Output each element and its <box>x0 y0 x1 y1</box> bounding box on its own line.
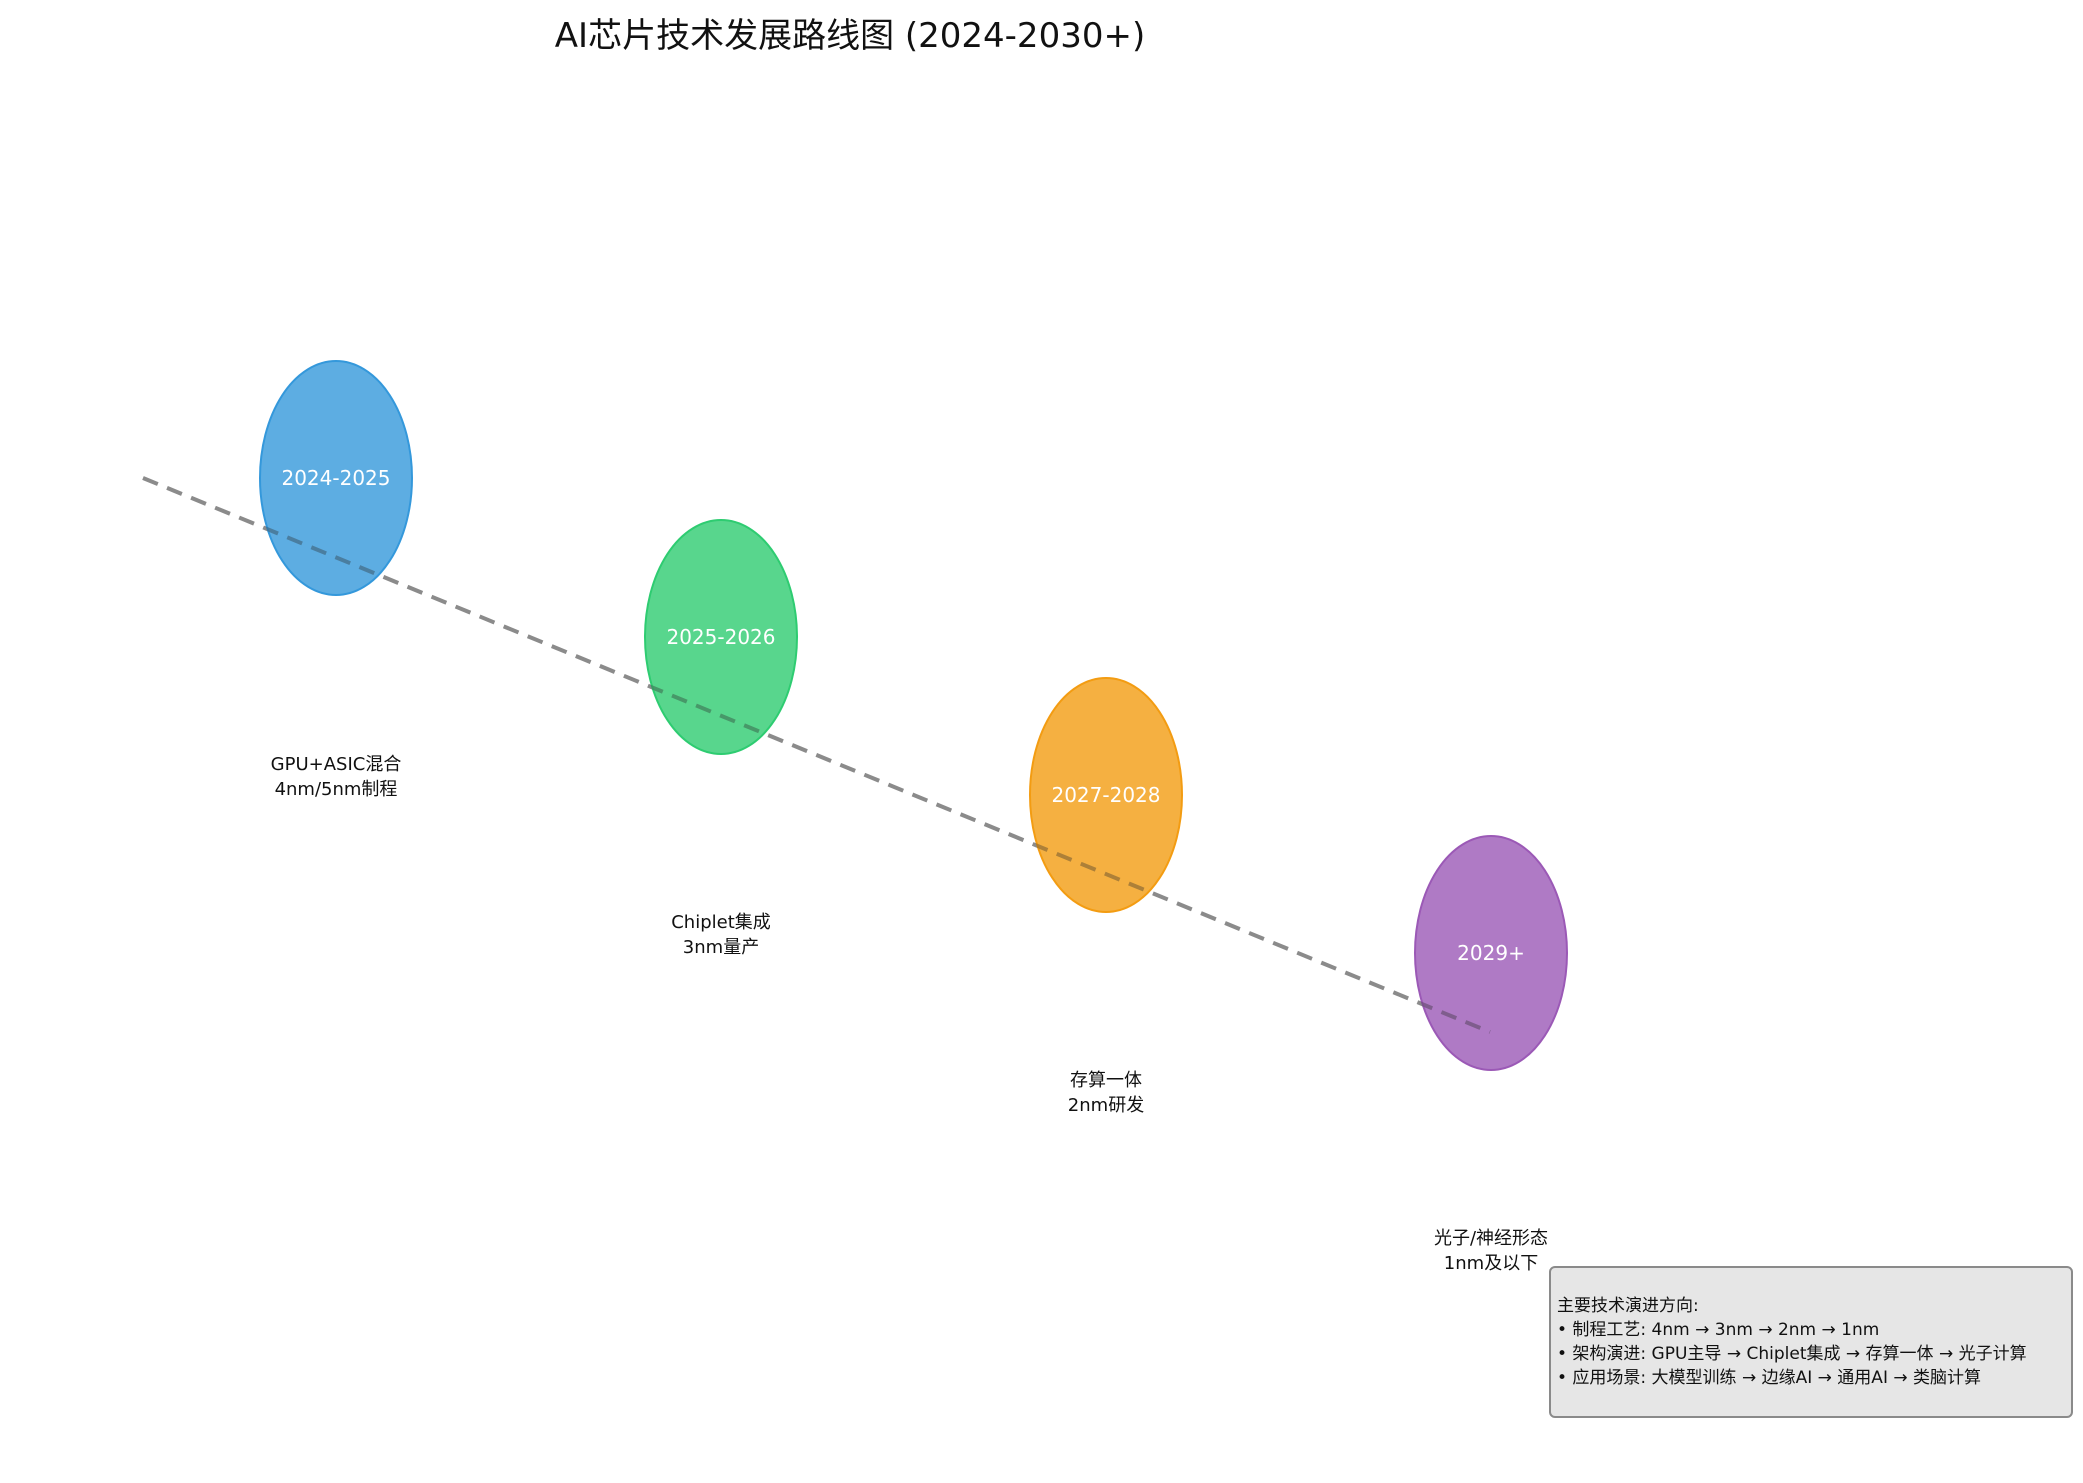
legend-item: • 架构演进: GPU主导 → Chiplet集成 → 存算一体 → 光子计算 <box>1557 1344 2027 1364</box>
legend-heading: 主要技术演进方向: <box>1557 1296 1699 1316</box>
stage-desc-2-line1: Chiplet集成 <box>671 912 771 933</box>
stage-ellipse-3 <box>1029 677 1183 913</box>
stage-ellipse-4 <box>1414 835 1568 1071</box>
stage-node-4: 2029+ <box>1413 834 1569 1072</box>
stage-desc-4: 光子/神经形态 1nm及以下 <box>1361 1226 1621 1276</box>
stage-ellipse-1 <box>259 360 413 596</box>
stage-desc-3-line1: 存算一体 <box>1070 1070 1142 1091</box>
stage-period-3: 2027-2028 <box>1051 783 1161 807</box>
stage-node-1: 2024-2025 <box>258 359 414 597</box>
stage-period-2: 2025-2026 <box>666 625 776 649</box>
stage-desc-3-line2: 2nm研发 <box>1067 1095 1145 1116</box>
legend-item: • 应用场景: 大模型训练 → 边缘AI → 通用AI → 类脑计算 <box>1557 1368 1982 1388</box>
stage-period-4: 2029+ <box>1457 941 1525 965</box>
stage-desc-3: 存算一体 2nm研发 <box>976 1068 1236 1118</box>
legend-box: 主要技术演进方向: • 制程工艺: 4nm → 3nm → 2nm → 1nm … <box>1549 1266 2073 1418</box>
legend-item: • 制程工艺: 4nm → 3nm → 2nm → 1nm <box>1557 1320 1880 1340</box>
stage-ellipse-2 <box>644 519 798 755</box>
stage-desc-1-line2: 4nm/5nm制程 <box>274 779 398 800</box>
stage-node-2: 2025-2026 <box>643 518 799 756</box>
diagram-title: AI芯片技术发展路线图 (2024-2030+) <box>554 16 1146 56</box>
stage-period-1: 2024-2025 <box>281 466 391 490</box>
stage-desc-1-line1: GPU+ASIC混合 <box>270 754 402 775</box>
stage-desc-4-line1: 光子/神经形态 <box>1433 1228 1549 1249</box>
stage-desc-2: Chiplet集成 3nm量产 <box>591 910 851 960</box>
stage-desc-2-line2: 3nm量产 <box>682 937 760 958</box>
stage-desc-4-line2: 1nm及以下 <box>1443 1253 1539 1274</box>
stage-desc-1: GPU+ASIC混合 4nm/5nm制程 <box>206 752 466 802</box>
stage-node-3: 2027-2028 <box>1028 676 1184 914</box>
